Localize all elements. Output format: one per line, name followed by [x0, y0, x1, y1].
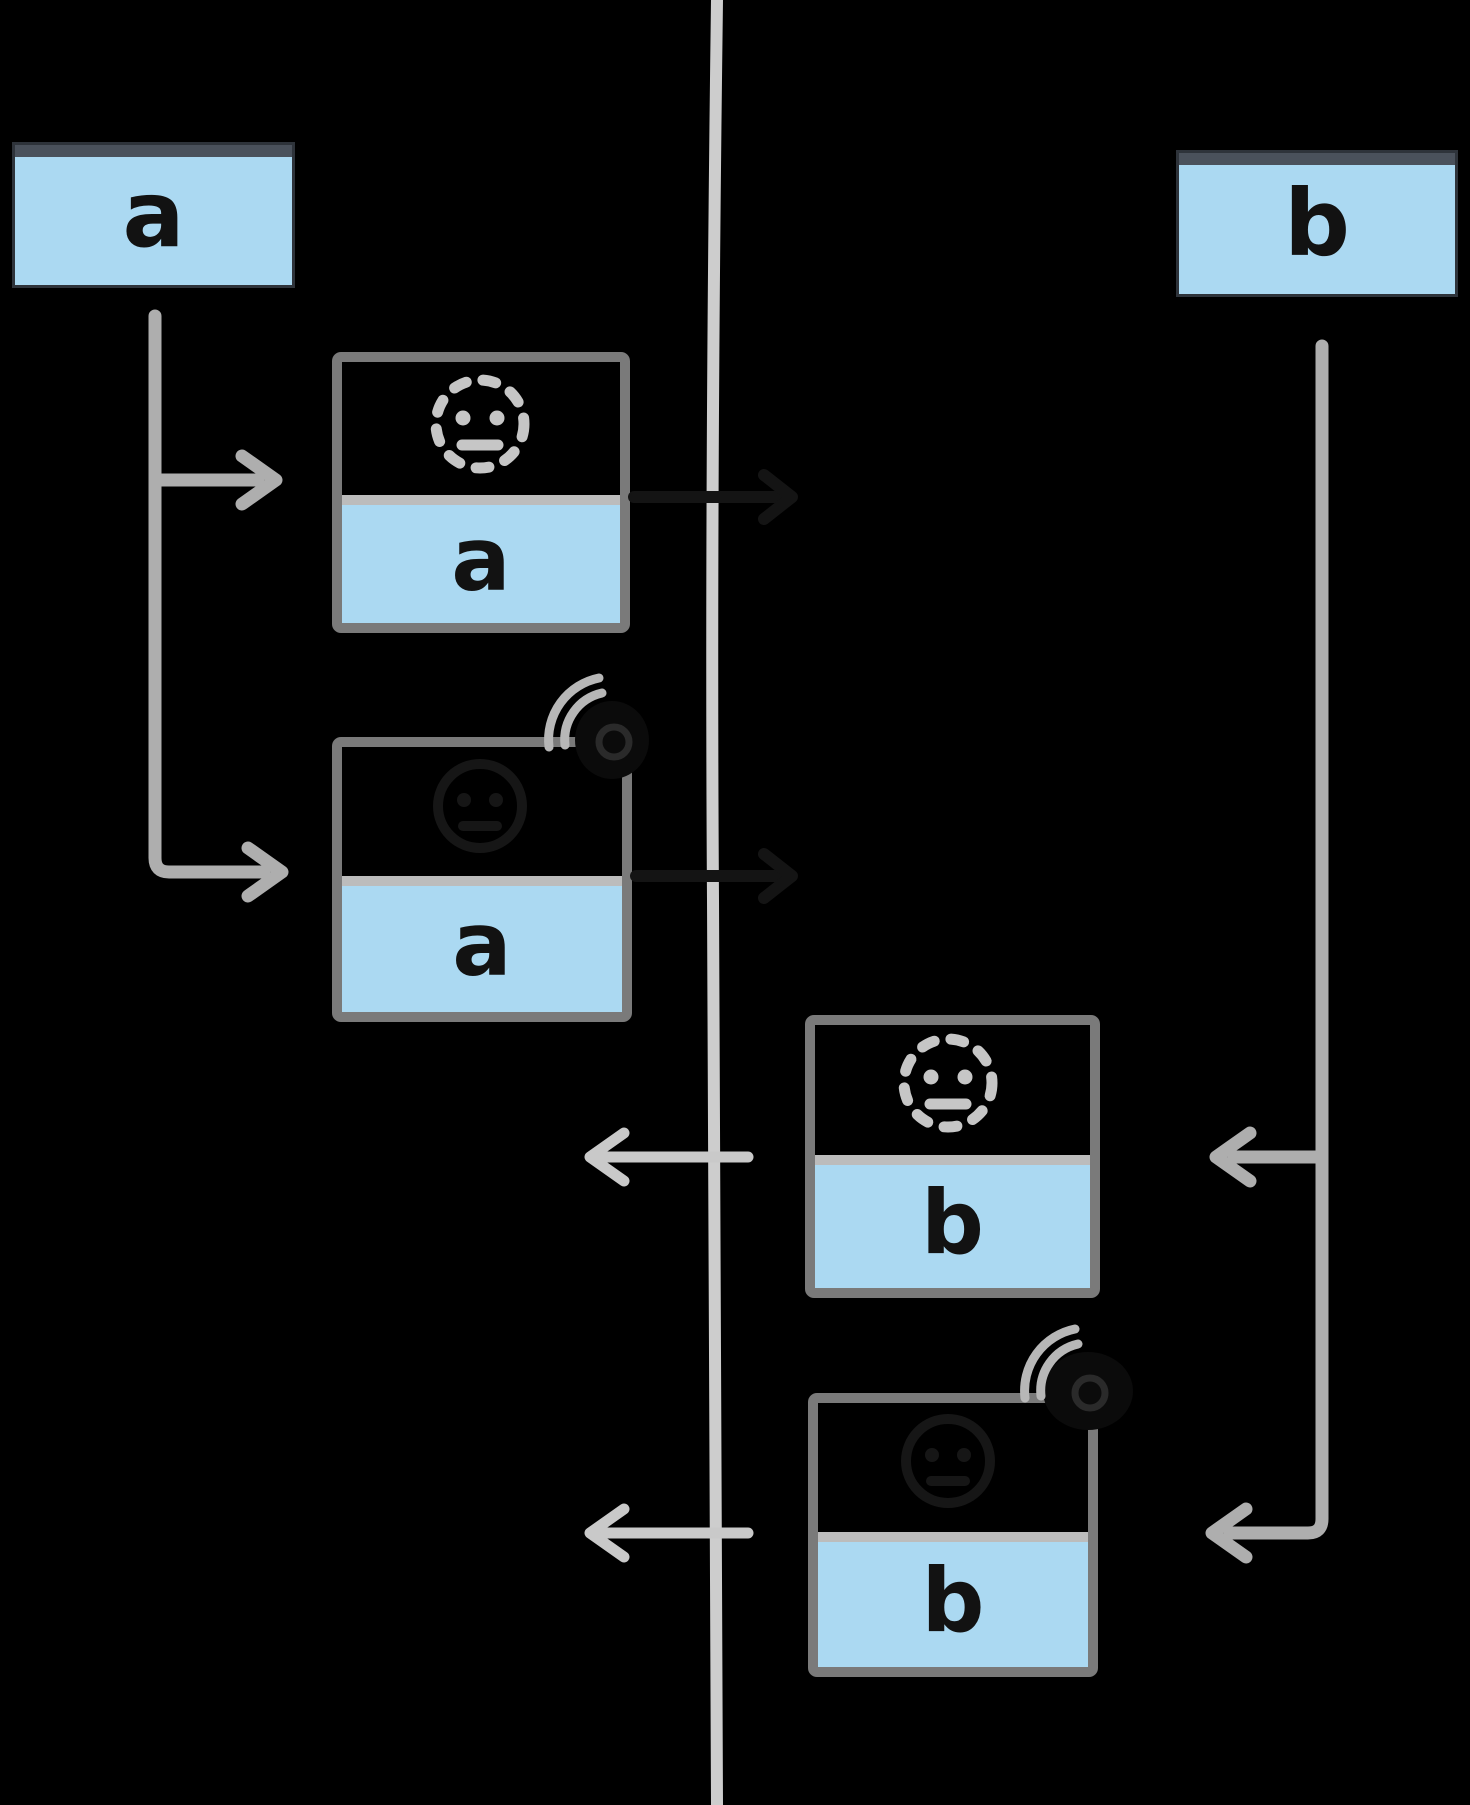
process-b-header-bar: [1179, 153, 1455, 165]
event-b-committed-label: b: [921, 1548, 985, 1652]
process-b-dispatch-arrow: [1205, 339, 1329, 1564]
message-arrow-b2-cross: [584, 1503, 754, 1563]
message-arrow-b1-cross: [584, 1127, 754, 1187]
message-arrow-a1-cross: [628, 469, 798, 525]
event-box-a-committed: a: [332, 737, 632, 1022]
divider: [342, 876, 622, 886]
divider: [818, 1532, 1088, 1542]
process-b-box: b: [1176, 150, 1458, 297]
event-a-committed-icon-area: [342, 747, 622, 876]
divider: [815, 1155, 1090, 1165]
process-a-label: a: [122, 161, 185, 268]
process-a-dispatch-arrow: [148, 309, 289, 903]
event-a-committed-label: a: [452, 893, 512, 996]
event-b-committed-icon-area: [818, 1403, 1088, 1532]
event-b-pending-icon-area: [815, 1025, 1090, 1155]
process-a-header-bar: [15, 145, 292, 157]
event-b-pending-label: b: [921, 1170, 984, 1274]
process-b-label: b: [1284, 169, 1350, 277]
event-a-pending-icon-area: [342, 362, 620, 495]
divider: [342, 495, 620, 505]
event-a-pending-label: a: [451, 508, 511, 611]
event-box-b-pending: b: [805, 1015, 1100, 1298]
process-a-box: a: [12, 142, 295, 288]
message-arrow-a2-cross: [630, 848, 798, 904]
timeline-divider-line: [706, 0, 723, 1805]
event-box-b-committed: b: [808, 1393, 1098, 1677]
event-box-a-pending: a: [332, 352, 630, 633]
